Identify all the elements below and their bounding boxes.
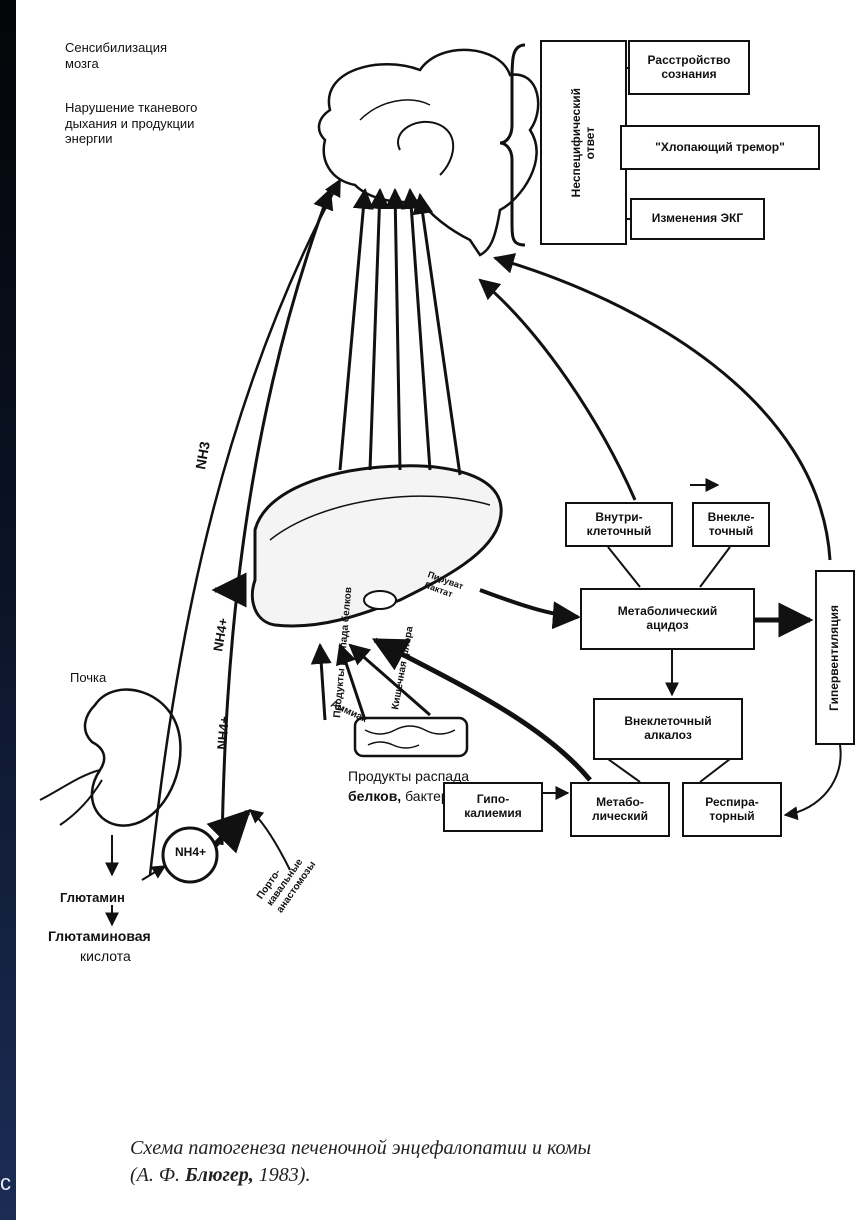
figure-caption: Схема патогенеза печеночной энцефалопати… xyxy=(130,1135,830,1189)
arrow-label-nh3: NH3 xyxy=(192,440,213,471)
arrow-liver-to-acidosis xyxy=(480,590,578,617)
arrow-label-nh4-upper: NH4+ xyxy=(210,616,231,652)
brain-fold xyxy=(398,122,453,175)
box-nonspecific-response: Неспецифический ответ xyxy=(540,40,627,245)
box-consciousness: Расстройство сознания xyxy=(628,40,750,95)
box-metabolic-acidosis: Метаболический ацидоз xyxy=(580,588,755,650)
label-glutamine: Глютамин xyxy=(60,890,125,906)
box-extracellular-alkalosis: Внеклеточный алкалоз xyxy=(593,698,743,760)
box-hyperventilation: Гипервентиляция xyxy=(815,570,855,745)
protein-bold-word: белков, xyxy=(348,788,401,804)
label-kidney: Почка xyxy=(70,670,106,686)
box-nonspecific-response-text: Неспецифический ответ xyxy=(570,88,598,197)
arrow-acidosis-to-brain xyxy=(480,280,635,500)
caption-author-line: (А. Ф. Блюгер, 1983). xyxy=(130,1162,830,1189)
arrow-hyperventilation-to-respiratory xyxy=(785,745,841,815)
gallbladder xyxy=(364,591,396,609)
nh4-circle-label: NH4+ xyxy=(175,845,206,859)
caption-title: Схема патогенеза печеночной энцефалопати… xyxy=(130,1135,830,1162)
acidosis-connectors xyxy=(608,547,730,587)
arrow-liver-brain-2 xyxy=(370,190,380,470)
box-respiratory: Респира- торный xyxy=(682,782,782,837)
arrow-liver-brain-4 xyxy=(410,190,430,470)
arrow-liver-brain-3 xyxy=(395,190,400,470)
box-intracellular: Внутри- клеточный xyxy=(565,502,673,547)
caption-author-open: (А. Ф. xyxy=(130,1164,185,1186)
box-ecg: Изменения ЭКГ xyxy=(630,198,765,240)
box-extracellular: Внекле- точный xyxy=(692,502,770,547)
label-glutamic-acid: Глютаминовая xyxy=(48,928,151,945)
slide-edge-text: c xyxy=(0,1170,18,1200)
arrow-intestine-to-liver-1 xyxy=(320,645,325,720)
brain-fold xyxy=(360,100,430,120)
kidney-drawing xyxy=(85,690,180,826)
box-metabolic: Метабо- лический xyxy=(570,782,670,837)
caption-author: Блюгер, xyxy=(185,1164,254,1186)
box-hypokalemia: Гипо- калиемия xyxy=(443,782,543,832)
arrow-glutamine-to-nh4 xyxy=(142,866,165,880)
intestine-drawing xyxy=(355,718,467,756)
arrow-liver-brain-1 xyxy=(340,190,365,470)
arrow-label-nh4-lower: NH4+ xyxy=(214,715,232,750)
label-acid: кислота xyxy=(80,948,131,965)
arrow-nh4-out xyxy=(215,812,248,845)
intestine-texture xyxy=(365,726,455,748)
label-sensitization: Сенсибилизация мозга xyxy=(65,40,167,71)
label-tissue-respiration: Нарушение тканевого дыхания и продукции … xyxy=(65,100,197,147)
box-tremor: "Хлопающий тремор" xyxy=(620,125,820,170)
box-hyperventilation-text: Гипервентиляция xyxy=(828,605,842,711)
caption-author-close: 1983). xyxy=(254,1164,311,1186)
brain-drawing xyxy=(319,50,538,255)
alkalosis-connectors xyxy=(608,759,730,782)
